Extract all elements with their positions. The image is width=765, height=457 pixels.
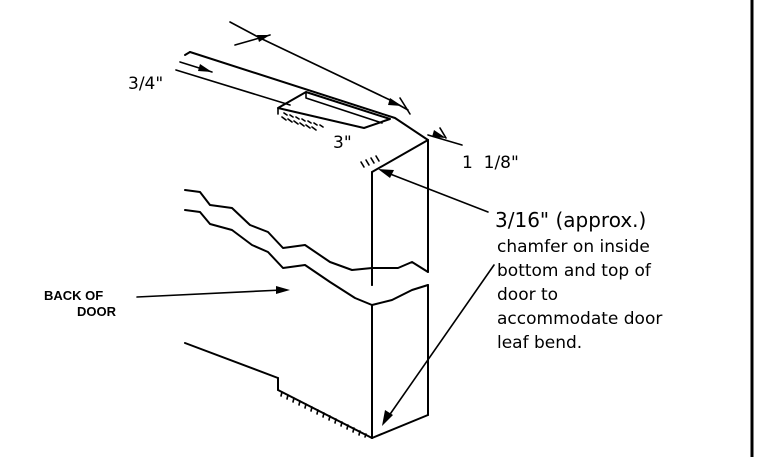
break-lines: [184, 189, 429, 306]
chamfer-note: 3/16" (approx.) chamfer on inside bottom…: [495, 208, 662, 353]
note-leader-bottom: [382, 264, 495, 426]
dimension-label-3: 3": [333, 133, 352, 153]
back-of-door-leader: [136, 286, 290, 298]
note-line-2: chamfer on inside: [497, 237, 650, 257]
note-line-5: accommodate door: [497, 309, 662, 329]
door-top-block: [184, 51, 429, 286]
dimension-label-3-4: 3/4": [128, 74, 163, 94]
back-of-door-label-line1: BACK OF: [44, 288, 103, 303]
top-notch: [277, 91, 391, 129]
door-bottom-block: [184, 284, 429, 439]
note-line-3: bottom and top of: [497, 261, 652, 281]
corner-chamfer-marks: [360, 155, 380, 168]
note-line-6: leaf bend.: [497, 333, 582, 353]
note-leader-top: [378, 169, 489, 213]
back-of-door-callout: BACK OF DOOR: [44, 288, 117, 319]
note-line-4: door to: [497, 285, 558, 305]
dimension-one-and-one-eighth: [427, 127, 463, 146]
back-of-door-label-line2: DOOR: [77, 304, 117, 319]
note-line-1: 3/16" (approx.): [495, 208, 646, 232]
notch-chamfer-marks: [281, 112, 324, 131]
dimension-three-quarter: [175, 21, 411, 115]
dimension-label-1-1-8: 1 1/8": [462, 153, 519, 173]
